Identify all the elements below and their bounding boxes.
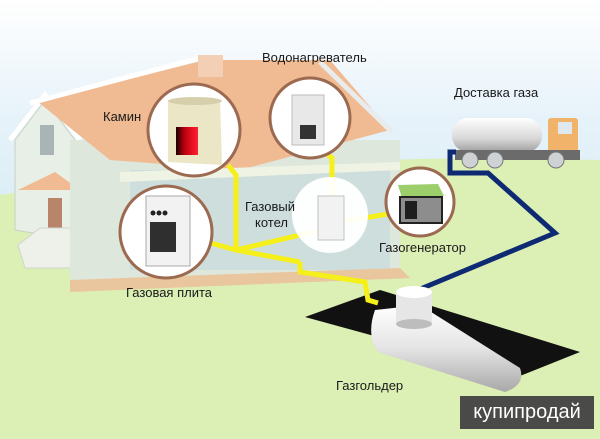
label-gas-boiler-line2: котел	[255, 215, 288, 230]
label-gas-stove: Газовая плита	[126, 285, 213, 300]
gas-boiler-bubble	[292, 177, 368, 253]
fireplace-fire	[176, 127, 198, 155]
label-gas-delivery: Доставка газа	[454, 85, 539, 100]
gas-generator-bubble	[384, 166, 456, 238]
gas-stove-bubble	[118, 184, 214, 280]
fireplace-bubble	[146, 82, 242, 178]
label-gas-holder: Газгольдер	[336, 378, 403, 393]
gas-holder-valve	[396, 286, 432, 329]
watermark: купипродай	[460, 396, 594, 429]
label-fireplace: Камин	[103, 109, 141, 124]
label-gas-generator: Газогенератор	[379, 240, 466, 255]
label-gas-boiler-line1: Газовый	[245, 199, 295, 214]
label-water-heater: Водонагреватель	[262, 50, 367, 65]
gas-delivery-truck	[452, 118, 580, 169]
water-heater-bubble	[268, 76, 352, 160]
